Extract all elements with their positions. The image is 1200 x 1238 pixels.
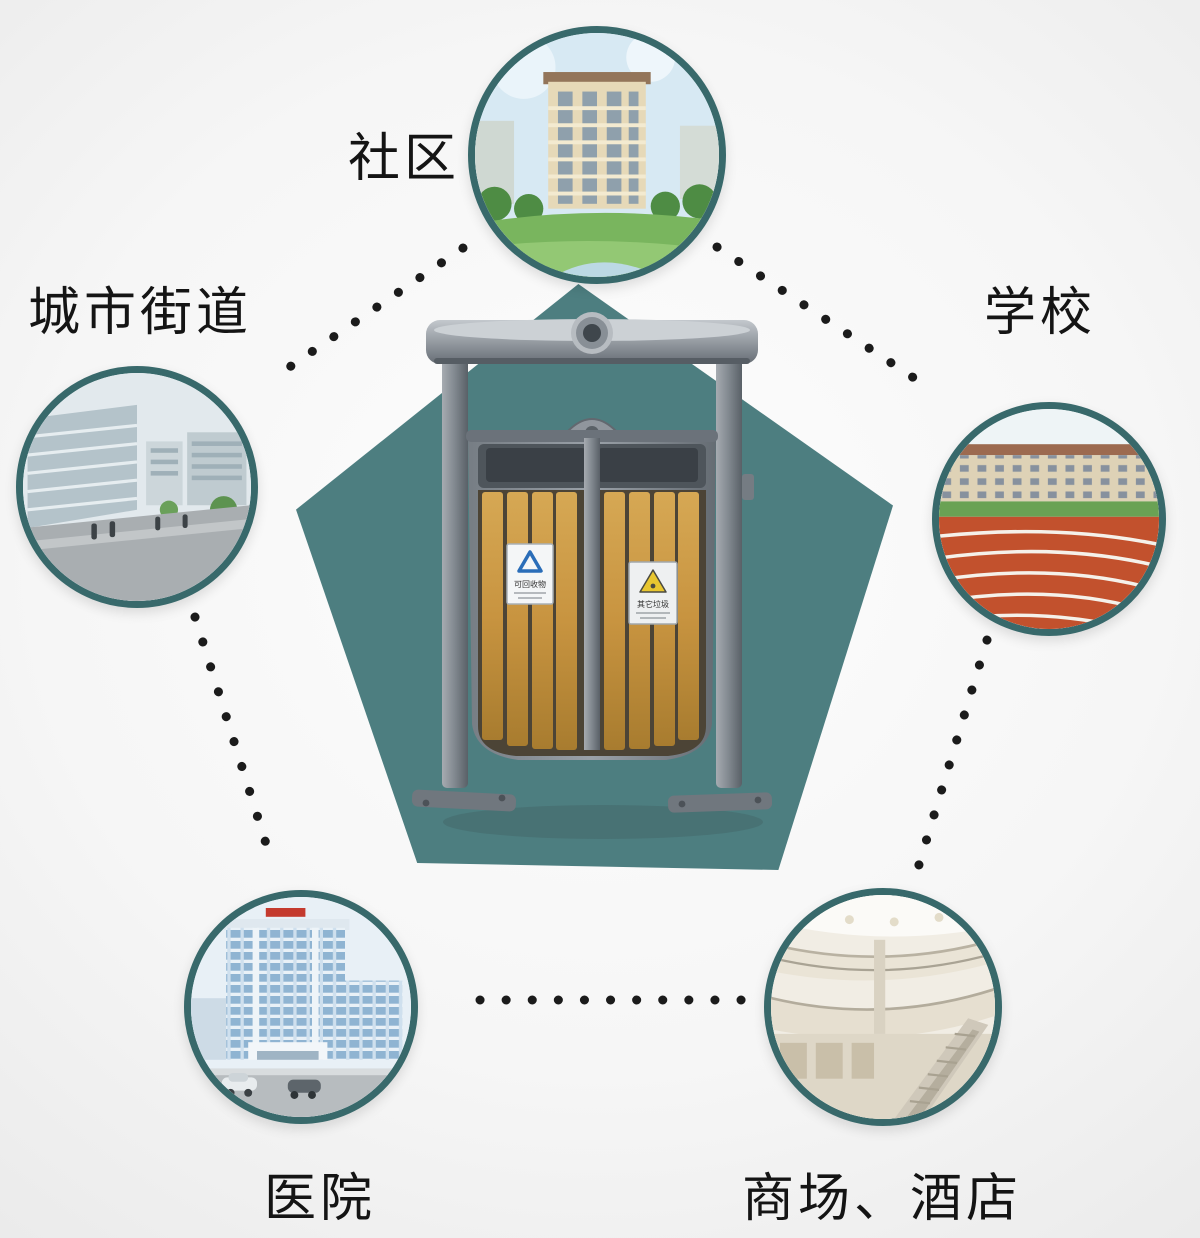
community-scene: [475, 33, 719, 277]
ashtray: [571, 312, 613, 354]
mall-scene: [771, 895, 995, 1119]
recyclable-placard: 可回收物: [506, 543, 554, 605]
recycle-triangle-icon: [517, 550, 543, 573]
bin-divider: [584, 438, 600, 750]
bin-lid: [426, 312, 758, 364]
dotted-connector-left: [190, 612, 278, 871]
post-bracket: [742, 474, 754, 500]
label-mall-hotel: 商场、酒店: [742, 1170, 1023, 1228]
trash-bin-product: 可回收物 其它垃圾: [408, 306, 776, 851]
city-street-scene: [23, 373, 251, 601]
school-photo: [932, 402, 1166, 636]
bin-feet: [411, 789, 773, 813]
dotted-connector-top-right: [712, 242, 937, 395]
city-street-photo: [16, 366, 258, 608]
school-scene: [939, 409, 1159, 629]
warning-triangle-icon: [639, 569, 667, 593]
bin-ground-shadow: [443, 805, 763, 839]
hospital-photo: [184, 890, 418, 1124]
recyclable-label: 可回收物: [514, 579, 546, 589]
mall-photo: [764, 888, 1002, 1126]
hospital-scene: [191, 897, 411, 1117]
community-photo: [468, 26, 726, 284]
dotted-connector-right: [913, 635, 992, 873]
trash-bin-illustration: 可回收物 其它垃圾: [411, 312, 773, 839]
label-community: 社区: [348, 130, 461, 188]
other-waste-placard: 其它垃圾: [628, 561, 678, 625]
other-waste-label: 其它垃圾: [637, 599, 669, 609]
label-school: 学校: [984, 284, 1097, 342]
label-hospital: 医院: [264, 1170, 377, 1228]
label-city-street: 城市街道: [28, 284, 253, 342]
